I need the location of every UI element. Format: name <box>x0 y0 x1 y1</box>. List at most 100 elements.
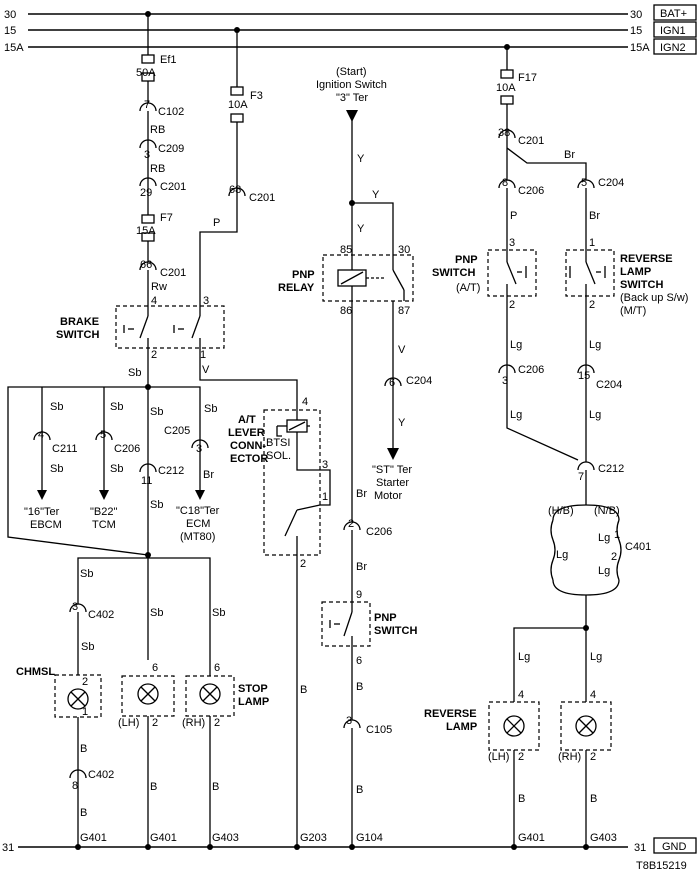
stop-rh-pin-6: 6 <box>214 662 220 674</box>
relay-pin-87: 87 <box>398 305 410 317</box>
c402-8-pin: 8 <box>72 780 78 792</box>
c102-name: C102 <box>158 106 184 118</box>
c201-66-name: C201 <box>160 267 186 279</box>
rail-ign2-left: 15A <box>4 42 24 54</box>
wire-y-2: Y <box>372 189 380 201</box>
chmsl-label: CHMSL <box>16 666 55 678</box>
c206-8-name: C206 <box>518 185 544 197</box>
wire-br-pnp-1: Br <box>356 488 367 500</box>
c201-68-pin: 68 <box>229 184 241 196</box>
stop-rh-label: (RH) <box>182 717 205 729</box>
c201-29-pin: 29 <box>140 187 152 199</box>
c209-pin: 3 <box>144 149 150 161</box>
reverse-lamp-circuit: F17 10A 38 C201 Br 8 C206 5 C204 P Br PN… <box>432 44 688 702</box>
wire-lg-4: Lg <box>589 409 601 421</box>
fuse-f7-rating: 15A <box>136 225 156 237</box>
stop-lamp-label-1: STOP <box>238 683 268 695</box>
c401-pin-2: 2 <box>611 551 617 563</box>
pnp-switch-at-label-2: SWITCH <box>432 267 475 279</box>
relay-pin-85: 85 <box>340 244 352 256</box>
wire-lg-nb-2: Lg <box>598 565 610 577</box>
wire-y-3: Y <box>357 223 365 235</box>
wire-sb-main: Sb <box>128 367 141 379</box>
pnp-at-pin-3: 3 <box>509 237 515 249</box>
wire-br-rev-2: Br <box>589 210 600 222</box>
ebcm-label-1: "16"Ter <box>24 506 60 518</box>
c211-name: C211 <box>52 443 77 455</box>
wire-b-chmsl-2: B <box>80 807 87 819</box>
rev-lh-label: (LH) <box>488 751 509 763</box>
chmsl-pin-2: 2 <box>82 676 88 688</box>
c201-38-pin: 38 <box>498 127 510 139</box>
wire-sb-ebcm: Sb <box>50 401 63 413</box>
wire-sb-tcm: Sb <box>110 401 123 413</box>
c212-7-name: C212 <box>598 463 624 475</box>
c206-2-pin: 2 <box>348 518 354 530</box>
rev-rh-pin-4: 4 <box>590 689 596 701</box>
rail-bat-name: BAT+ <box>660 8 687 20</box>
c206-2-name: C206 <box>366 526 392 538</box>
c205-name: C205 <box>164 425 190 437</box>
stop-rh-pin-2: 2 <box>214 717 220 729</box>
at-lever-label-4: ECTOR <box>230 453 268 465</box>
pnp-at-pin-2: 2 <box>509 299 515 311</box>
c209-name: C209 <box>158 143 184 155</box>
tcm-label-2: TCM <box>92 519 116 531</box>
btsi-feed: V <box>199 348 298 420</box>
wire-br-rev-1: Br <box>564 149 575 161</box>
ecm-label-3: (MT80) <box>180 531 215 543</box>
wire-sb-ebcm-2: Sb <box>50 463 63 475</box>
rail-ign1-left: 15 <box>4 25 16 37</box>
wire-y-4: Y <box>398 417 406 429</box>
c401-name: C401 <box>625 541 651 553</box>
c201-66-pin: 66 <box>140 259 152 271</box>
pnp-relay-label-2: RELAY <box>278 282 315 294</box>
rev-lh-pin-2: 2 <box>518 751 524 763</box>
wire-lg-rev-rh: Lg <box>590 651 602 663</box>
wire-sb-tcm-2: Sb <box>110 463 123 475</box>
rail-ign1-right: 15 <box>630 25 642 37</box>
c402-3-name: C402 <box>88 609 114 621</box>
at-lever-connector: A/T LEVER CONN- ECTOR BTSI SOL. 4 3 1 2 … <box>228 396 331 850</box>
fuse-f17-rating: 10A <box>496 82 516 94</box>
wire-b-at: B <box>300 684 307 696</box>
brake-output-distribution: Sb Sb 4 C211 Sb "16"Ter EBCM Sb 5 C206 S… <box>7 348 225 660</box>
ecm-label-1: "C18"Ter <box>176 505 220 517</box>
wire-p-1: P <box>213 217 220 229</box>
wire-sb-chmsl-2: Sb <box>81 641 94 653</box>
fuse-f3-rating: 10A <box>228 99 248 111</box>
ignition-label-2: Ignition Switch <box>316 79 387 91</box>
rev-sw-pin-1: 1 <box>589 237 595 249</box>
at-lever-label-2: LEVER <box>228 427 265 439</box>
hb-label: (H/B) <box>548 505 574 517</box>
wire-b-pnp-1: B <box>356 681 363 693</box>
rail-gnd-name: GND <box>662 841 687 853</box>
pnp-mt-pin-6: 6 <box>356 655 362 667</box>
c206-3-name: C206 <box>518 364 544 376</box>
brake-pin-4: 4 <box>151 295 157 307</box>
c206-3-pin: 3 <box>502 375 508 387</box>
c204-6-pin: 6 <box>389 377 395 389</box>
starter-label-1: "ST" Ter <box>372 464 412 476</box>
pnp-relay-label-1: PNP <box>292 269 315 281</box>
wire-lg-1: Lg <box>510 339 522 351</box>
wire-sb-rh: Sb <box>212 607 225 619</box>
c105-name: C105 <box>366 724 392 736</box>
rev-lamp-label-2: LAMP <box>446 721 477 733</box>
c102-pin: 7 <box>144 99 150 111</box>
pnp-switch-at-label-3: (A/T) <box>456 282 480 294</box>
power-rails: 30 15 15A 31 30 15 15A 31 BAT+ IGN1 IGN2… <box>2 4 697 872</box>
ground-g403-1: G403 <box>212 832 239 844</box>
at-pin-2: 2 <box>300 558 306 570</box>
rev-sw-pin-2: 2 <box>589 299 595 311</box>
brake-feed-circuit: Ef1 50A 7 C102 RB 3 C209 RB 29 C201 F7 1… <box>136 11 186 306</box>
wire-sb-c212: Sb <box>150 406 163 418</box>
at-lever-label-1: A/T <box>238 414 256 426</box>
c402-8-name: C402 <box>88 769 114 781</box>
stop-lh-pin-6: 6 <box>152 662 158 674</box>
wire-br-pnp-2: Br <box>356 561 367 573</box>
nb-label: (N/B) <box>594 505 620 517</box>
wire-b-stop-lh: B <box>150 781 157 793</box>
wire-b-chmsl: B <box>80 743 87 755</box>
